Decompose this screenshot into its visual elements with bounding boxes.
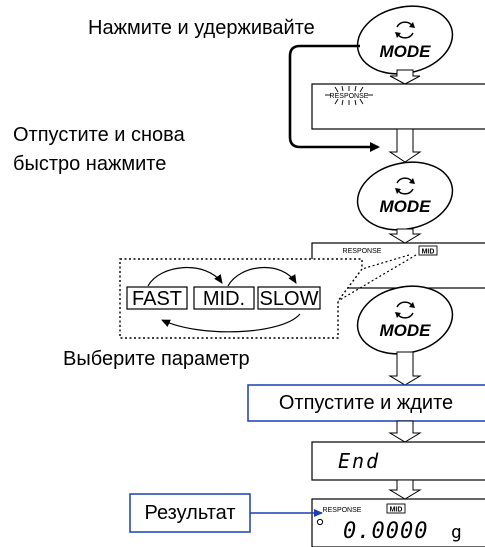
weight-readout: 0.0000 bbox=[343, 519, 428, 544]
callout-line bbox=[337, 254, 417, 302]
unit-label: g bbox=[451, 522, 462, 543]
release-and-wait-text: Отпустите и ждите bbox=[279, 392, 453, 414]
option-slow[interactable]: SLOW bbox=[257, 286, 321, 310]
release-text-line1: Отпустите и снова bbox=[13, 124, 186, 146]
release-text-line2: быстро нажмите bbox=[13, 153, 166, 175]
callout-line bbox=[361, 254, 410, 270]
mid-badge-text: MID bbox=[390, 507, 403, 514]
option-label: FAST bbox=[132, 288, 182, 310]
mode-button-1[interactable]: MODE bbox=[351, 0, 459, 82]
display-panel-1: RESPONSE bbox=[311, 83, 485, 130]
down-arrow bbox=[389, 69, 421, 85]
response-label: RESPONSE bbox=[343, 248, 382, 255]
mode-label: MODE bbox=[380, 197, 432, 216]
response-label: RESPONSE bbox=[323, 507, 362, 514]
display-panel-result: RESPONSE MID 0.0000 g bbox=[311, 498, 485, 547]
mode-button-2[interactable]: MODE bbox=[351, 154, 459, 239]
hold-connector-arrow bbox=[288, 44, 380, 152]
down-arrow bbox=[388, 420, 422, 443]
option-mid[interactable]: MID. bbox=[193, 286, 255, 310]
rotate-arrows-icon bbox=[395, 177, 415, 195]
mid-badge-text: MID bbox=[422, 249, 435, 256]
down-arrow bbox=[388, 228, 422, 244]
result-label-box: Результат bbox=[129, 493, 251, 533]
option-fast[interactable]: FAST bbox=[126, 286, 188, 310]
result-text: Результат bbox=[145, 502, 236, 524]
down-arrow bbox=[388, 479, 422, 500]
option-label: MID. bbox=[203, 288, 245, 310]
display-panel-end: End bbox=[311, 441, 485, 481]
mid-badge bbox=[386, 503, 406, 514]
rotate-arrows-icon bbox=[395, 301, 415, 319]
down-arrow bbox=[388, 128, 422, 163]
mid-badge bbox=[418, 245, 438, 256]
stable-indicator-icon bbox=[316, 518, 324, 526]
cycle-arrow-mid-to-slow bbox=[227, 267, 297, 287]
response-label: RESPONSE bbox=[330, 93, 369, 100]
flash-marks bbox=[325, 85, 373, 106]
mode-button-3[interactable]: MODE bbox=[351, 278, 459, 363]
mode-label: MODE bbox=[380, 321, 432, 340]
choose-param-text: Выберите параметр bbox=[63, 348, 250, 370]
release-and-wait-box: Отпустите и ждите bbox=[247, 384, 485, 422]
cycle-arrow-fast-to-mid bbox=[147, 267, 223, 287]
press-and-hold-text: Нажмите и удерживайте bbox=[88, 17, 315, 39]
rotate-arrows-icon bbox=[395, 21, 415, 39]
down-arrow bbox=[388, 351, 422, 386]
mode-label: MODE bbox=[380, 42, 432, 61]
cycle-arrow-slow-to-fast bbox=[161, 313, 301, 333]
option-label: SLOW bbox=[260, 288, 319, 310]
end-readout: End bbox=[338, 449, 380, 473]
